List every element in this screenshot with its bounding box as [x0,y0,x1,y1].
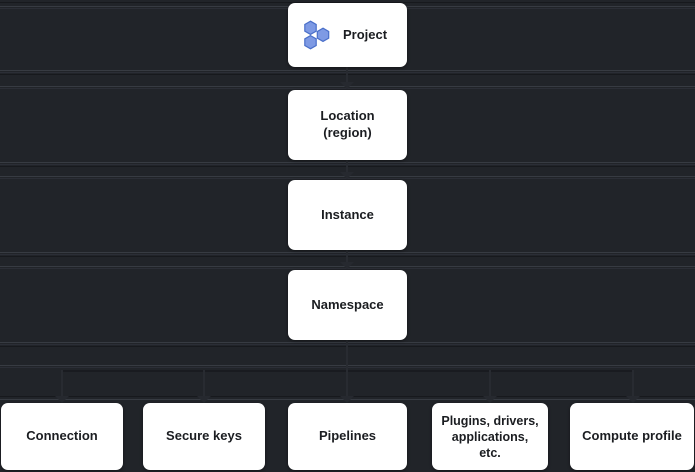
band-line [0,266,695,267]
connector-instance-namespace [346,250,348,263]
band-line [0,344,695,345]
node-namespace-label: Namespace [311,296,384,312]
connector-arrow [626,396,640,403]
band-line [0,166,695,167]
band-line [0,367,695,368]
band-line [0,252,695,253]
band-line [0,342,695,343]
node-project[interactable]: Project [288,3,407,67]
hexagon-cluster-icon [300,18,334,52]
node-plugins-label-line2: applications, etc. [451,429,529,460]
node-plugins-label-line1: Plugins, drivers, [441,413,539,428]
node-location-label: Location (region) [320,108,374,141]
band-line [0,346,695,347]
connector-drop-plugins [489,370,491,400]
node-connection[interactable]: Connection [1,403,123,470]
band-line [0,86,695,87]
node-connection-label: Connection [26,428,98,444]
connector-arrow [483,396,497,403]
band-line [0,178,695,179]
connector-arrow [340,396,354,403]
band-line [0,365,695,366]
connector-namespace-bus [346,340,348,371]
connector-arrow [55,396,69,403]
connector-bus [61,370,633,372]
node-instance[interactable]: Instance [288,180,407,250]
band-line [0,256,695,257]
connector-location-instance [346,160,348,173]
band-line [0,162,695,163]
node-project-label: Project [343,26,388,42]
node-pipelines-label: Pipelines [318,428,377,444]
band-line [0,254,695,255]
node-compute-profile[interactable]: Compute profile [570,403,694,470]
band-line [0,399,695,400]
node-pipelines[interactable]: Pipelines [288,403,407,470]
connector-arrow [340,262,354,269]
band-line [0,396,695,397]
connector-drop-secure-keys [203,370,205,400]
connector-arrow [197,396,211,403]
node-compute-profile-label: Compute profile [582,428,682,444]
band-line [0,88,695,89]
node-instance-label: Instance [321,206,374,222]
band-line [0,176,695,177]
band-line [0,164,695,165]
node-location-label-line2: (region) [323,125,372,140]
node-location-label-line1: Location [320,108,375,124]
node-plugins-label: Plugins, drivers, applications, etc. [440,413,540,461]
connector-project-location [346,67,348,83]
band-line [0,268,695,269]
node-plugins[interactable]: Plugins, drivers, applications, etc. [432,403,548,470]
node-namespace[interactable]: Namespace [288,270,407,340]
node-secure-keys-label: Secure keys [166,428,242,444]
connector-arrow [340,82,354,89]
node-secure-keys[interactable]: Secure keys [143,403,265,470]
connector-arrow [340,172,354,179]
band-line [0,70,695,71]
connector-drop-compute-profile [632,370,634,400]
connector-drop-connection [61,370,63,400]
connector-drop-pipelines [346,370,348,400]
band-line [0,74,695,75]
band-line [0,72,695,73]
node-location[interactable]: Location (region) [288,90,407,160]
